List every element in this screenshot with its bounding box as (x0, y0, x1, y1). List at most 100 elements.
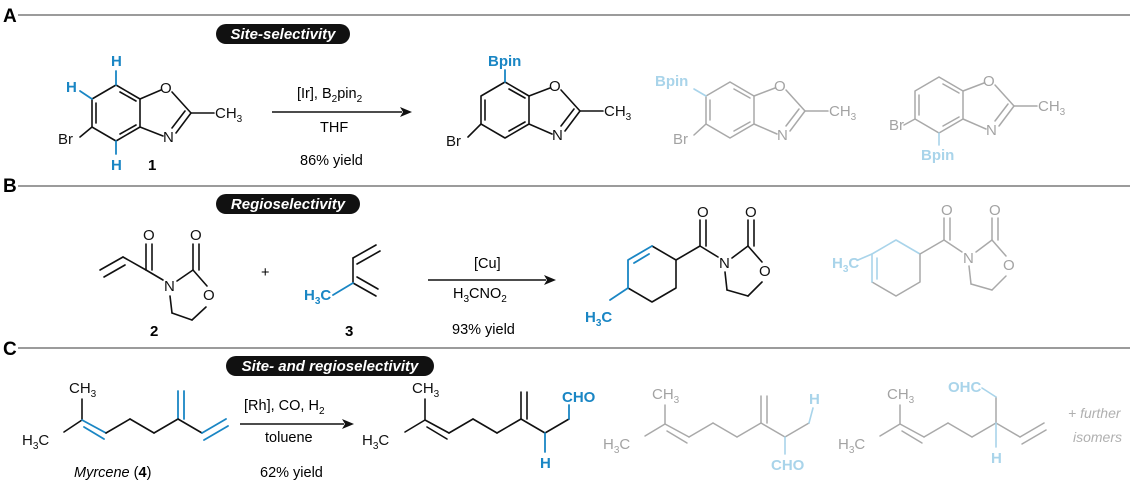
pc3-h3c: H3C (838, 436, 865, 456)
c1-h-left: H (66, 79, 77, 96)
pc3-b6 (995, 422, 1021, 438)
reaction-b-solvent: H3CNO2 (453, 286, 507, 305)
pc-cho: CHO (562, 389, 596, 406)
c2-oc (192, 269, 208, 287)
pb2-ring-2 (970, 283, 993, 291)
pb-ring-co (675, 245, 701, 261)
reaction-c-conditions: [Rh], CO, H2 (244, 398, 325, 417)
c3-db-bottom-2 (356, 276, 379, 290)
pc2-h: H (809, 391, 820, 408)
pc3-ch3-top: CH3 (887, 386, 915, 406)
compound-1-structure: Br O N CH3 H H H 1 (58, 53, 243, 174)
c2-nc2 (176, 269, 194, 282)
pa2-br: Br (673, 131, 688, 148)
pa3-ch3: CH3 (1038, 98, 1066, 118)
c1-benzene (91, 84, 141, 142)
c4-db-a (81, 419, 107, 434)
reaction-b-arrow-head (544, 275, 556, 285)
product-c-minor-2: CH3 H3C OHC H (838, 379, 1047, 467)
c4-b2 (63, 419, 83, 433)
pc2-cho: CHO (771, 457, 805, 474)
c4-db-b (83, 426, 105, 440)
compound-4-structure: CH3 H3C Myrcene (4) (22, 380, 229, 481)
pa3-br: Br (889, 117, 904, 134)
further-isomers-line1: + further (1068, 405, 1122, 421)
pb2-o2: O (989, 202, 1001, 219)
c1-h-bottom: H (111, 157, 122, 174)
pa-cn (564, 110, 581, 132)
section-b-tag: Regioselectivity (231, 196, 346, 213)
pc3-db-a (899, 423, 925, 438)
c3-methyl-bond (332, 282, 354, 296)
pc3-cho-bond (981, 387, 997, 398)
pc3-vinyl-b (1021, 429, 1047, 445)
further-isomers-line2: isomers (1073, 429, 1122, 445)
section-a-letter: A (3, 6, 17, 27)
pb-ring-3 (724, 271, 728, 291)
pa2-bpin: Bpin (655, 73, 688, 90)
pc2-b5 (736, 422, 762, 438)
c1-ch3: CH3 (215, 105, 243, 125)
pa2-co (753, 87, 776, 97)
product-c-minor-1: CH3 H3C H CHO (603, 386, 820, 474)
pc3-b4 (947, 422, 973, 438)
c2-vinyl-1 (99, 256, 124, 271)
pc-h3c: H3C (362, 432, 389, 452)
pa-n: N (552, 127, 563, 144)
c2-o3: O (203, 287, 215, 304)
c2-vinyl-db (103, 264, 126, 278)
reaction-c-arrow-head (342, 419, 354, 429)
pa2-br-bond (693, 123, 707, 136)
pa3-cn (998, 105, 1015, 127)
pc3-db-b (901, 430, 923, 444)
pa3-br-bond (903, 118, 916, 126)
pb-ring-1 (747, 281, 763, 297)
pa2-n: N (777, 127, 788, 144)
pb2-o1: O (941, 202, 953, 219)
c4-ch3-top: CH3 (69, 380, 97, 400)
pa-br: Br (446, 133, 461, 150)
pc2-db-a (664, 423, 690, 438)
c2-cn (145, 269, 164, 281)
product-c-major: CH3 H3C H CHO (362, 380, 596, 472)
product-a-major: Br O N CH3 Bpin (446, 53, 632, 150)
pb2-methyl-bond (857, 253, 873, 261)
pc-db-b (426, 426, 448, 440)
pa-db1 (508, 88, 526, 99)
c1-br: Br (58, 131, 73, 148)
reaction-b-catalyst: [Cu] (474, 256, 501, 272)
pa2-cn (789, 110, 806, 132)
pa-o: O (549, 78, 561, 95)
product-a-minor-2: Br O N CH3 Bpin (889, 73, 1066, 164)
product-a-minor-1: Br O N CH3 Bpin (655, 73, 857, 148)
c2-n: N (164, 278, 175, 295)
pa-benzene (480, 81, 530, 139)
c4-b6 (177, 418, 203, 434)
c2-ring-1 (191, 306, 207, 321)
pb-cn (699, 245, 719, 258)
pc-ch3-top: CH3 (412, 380, 440, 400)
pb-o3: O (759, 263, 771, 280)
pb2-ring-3 (968, 265, 972, 285)
pc-b2 (404, 419, 426, 433)
pa2-bpin-bond (693, 88, 707, 97)
c2-ring-2 (171, 312, 193, 321)
compound-4-label: Myrcene (4) (74, 465, 151, 481)
pb-ring-db (633, 253, 650, 264)
section-a-pill (216, 24, 350, 44)
c2-o2: O (190, 227, 202, 244)
section-c-tag: Site- and regioselectivity (242, 358, 419, 375)
c3-db-top (352, 244, 377, 259)
c1-nc-bond (139, 126, 164, 137)
pc-b7 (544, 418, 570, 434)
pa-nc (528, 123, 553, 135)
pa2-db1 (733, 88, 751, 99)
c4-b4 (129, 418, 155, 434)
reaction-a-arrow-head (400, 107, 412, 117)
pc3-b3 (923, 422, 949, 438)
c3-db-top-2 (356, 250, 381, 265)
reaction-a-condition-top: [Ir], B2pin2 (297, 86, 363, 105)
c1-o: O (160, 80, 172, 97)
